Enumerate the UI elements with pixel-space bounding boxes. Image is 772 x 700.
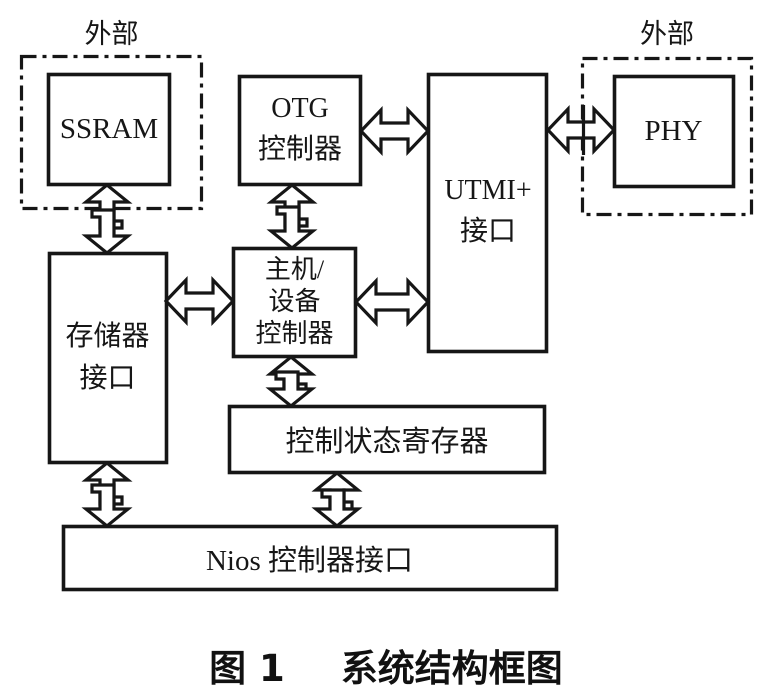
ssram-label: SSRAM (59, 113, 159, 145)
otg-controller-line1: OTG (271, 93, 329, 125)
otg-controller-line2: 控制器 (257, 134, 342, 165)
host-device-line3: 控制器 (255, 318, 334, 348)
arrow-host-utmi-bidirectional (353, 277, 431, 327)
nios-controller-interface-label: Nios 控制器接口 (205, 544, 414, 577)
memory-interface-line1: 存储器 (65, 320, 150, 352)
nios-controller-interface-box-outline (61, 524, 559, 592)
external-dashed-box-left (19, 54, 204, 211)
arrow-csr-nios-bidirectional (311, 470, 363, 529)
otg-controller-label: OTG 控制器 (238, 75, 362, 185)
host-device-line1: 主机/ (264, 255, 325, 285)
arrow-down-half (266, 205, 318, 251)
utmi-interface-line1: UTMI+ (444, 174, 532, 206)
arrow-memory-host-bidirectional (163, 276, 236, 326)
figure-caption: 图 1 系统结构框图 (0, 641, 772, 690)
host-device-line2: 设备 (268, 287, 321, 317)
arrow-down-half (81, 208, 133, 256)
host-device-controller-label: 主机/ 设备 控制器 (232, 247, 357, 357)
ssram-box-outline (46, 72, 172, 187)
control-status-register-box-outline (227, 404, 547, 475)
arrow-down-half (311, 488, 363, 529)
arrow-down-half (81, 483, 133, 529)
utmi-interface-label: UTMI+ 接口 (427, 73, 549, 350)
arrow-ssram-memory-bidirectional (81, 182, 133, 256)
arrow-utmi-phy-bidirectional (545, 105, 617, 155)
otg-controller-box-outline (237, 74, 363, 187)
utmi-interface-line2: 接口 (459, 215, 516, 247)
external-label-right: 外部 (640, 18, 694, 49)
control-status-register-label: 控制状态寄存器 (285, 426, 489, 458)
external-label-left: 外部 (84, 18, 139, 49)
phy-label: PHY (644, 114, 703, 147)
arrow-down-half (265, 370, 317, 409)
phy-box-outline (612, 74, 736, 189)
arrow-otg-utmi-bidirectional (358, 106, 431, 156)
utmi-interface-box-outline (426, 72, 549, 354)
arrow-memory-nios-bidirectional (81, 460, 133, 529)
memory-interface-line2: 接口 (79, 362, 136, 394)
figure-number: 图 1 (209, 647, 285, 690)
arrow-otg-host-bidirectional (266, 182, 318, 251)
memory-interface-label: 存储器 接口 (48, 252, 167, 463)
figure-title: 系统结构框图 (340, 647, 563, 690)
arrow-host-csr-bidirectional (265, 354, 317, 409)
arrow-up-half (81, 182, 133, 230)
